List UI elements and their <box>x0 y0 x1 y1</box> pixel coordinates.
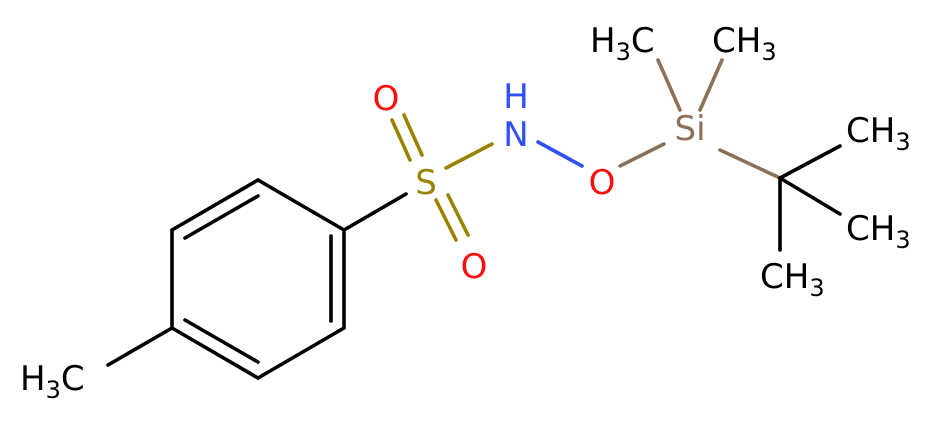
sulfonyl-bottom-double-bond <box>434 193 470 242</box>
oxygen-silicon-bond <box>618 142 666 168</box>
tbutyl-methyl-3-label: CH3 <box>760 257 825 302</box>
oxygen-link-label: O <box>589 163 616 203</box>
tbutyl-methyl-2-label: CH3 <box>846 209 911 254</box>
ring-bond-1 <box>256 178 346 232</box>
nitrogen-label: N <box>503 115 528 155</box>
ring-bond-4 <box>170 326 260 380</box>
silicon-methyl-left-bond <box>656 58 682 112</box>
aryl-methyl-label: H3C <box>20 359 85 404</box>
silicon-label: Si <box>674 109 705 149</box>
silicon-methyl-right-bond <box>698 58 724 112</box>
sulfonyl-top-double-bond <box>390 113 424 162</box>
ring-bond-6-inner <box>183 194 260 240</box>
ring-bond-6 <box>170 178 260 232</box>
ring-bond-3 <box>256 326 346 380</box>
s-o-bottom-line-a <box>434 198 458 242</box>
s-o-top-line-b <box>402 113 424 157</box>
tbutyl-methyl-1-bond <box>778 144 842 180</box>
sulfur-label: S <box>415 163 437 203</box>
sulfur-nitrogen-bond <box>444 142 494 170</box>
silicon-methyl-right-label: CH3 <box>712 21 777 66</box>
oxygen-bottom-label: O <box>461 247 488 287</box>
s-o-bottom-line-b <box>446 193 470 237</box>
ring-bond-4-inner <box>183 318 260 364</box>
aryl-sulfur-bond <box>342 192 408 232</box>
silicon-tbutyl-bond <box>718 148 782 180</box>
tbutyl-methyl-1-label: CH3 <box>846 111 911 156</box>
hydrogen-on-nitrogen-label: H <box>503 77 529 117</box>
tbutyl-methyl-2-bond <box>778 176 842 216</box>
nitrogen-oxygen-bond <box>536 140 584 168</box>
oxygen-top-label: O <box>373 79 400 119</box>
benzene-ring <box>170 178 346 380</box>
aryl-methyl-bond <box>106 326 174 367</box>
silicon-methyl-left-label: H3C <box>590 21 655 66</box>
s-o-top-line-a <box>390 118 412 162</box>
